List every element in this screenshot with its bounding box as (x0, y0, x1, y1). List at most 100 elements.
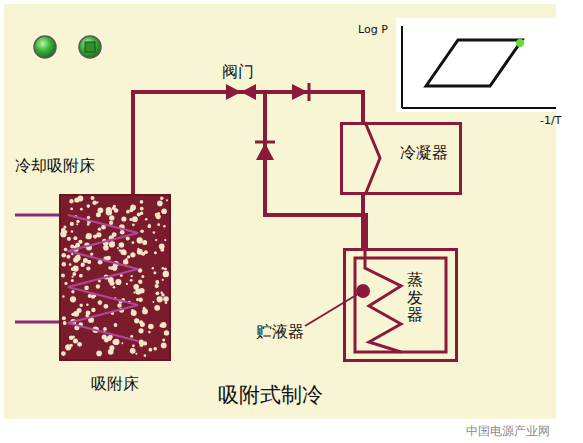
adsorbent-grain (92, 200, 97, 205)
adsorbent-grain (110, 281, 115, 286)
adsorbent-grain (119, 242, 125, 248)
adsorbent-grain (70, 208, 73, 211)
valve-symbol (226, 84, 241, 100)
adsorbent-grain (98, 300, 103, 305)
adsorbent-grain (155, 284, 159, 288)
adsorbent-grain (62, 262, 66, 266)
adsorbent-grain (72, 313, 75, 316)
adsorbent-grain (87, 260, 91, 264)
adsorbent-grain (86, 233, 92, 239)
adsorbent-grain (69, 199, 73, 203)
adsorbent-grain (138, 328, 143, 333)
adsorbent-grain (152, 267, 154, 269)
adsorbent-grain (113, 286, 116, 289)
adsorbent-grain (155, 239, 157, 241)
adsorbent-grain (133, 284, 139, 290)
adsorbent-grain (142, 309, 148, 315)
check-valve (292, 84, 308, 100)
adsorbent-grain (81, 263, 85, 267)
adsorbent-grain (160, 197, 163, 200)
adsorbent-grain (153, 231, 156, 234)
adsorbent-grain (72, 335, 75, 338)
adsorbent-grain (130, 205, 136, 211)
adsorbent-grain (67, 237, 71, 241)
evaporator-outline (345, 250, 457, 361)
adsorbent-grain (80, 208, 83, 211)
adsorbent-grain (157, 296, 163, 302)
valve-symbol (241, 84, 256, 100)
adsorbent-grain (70, 245, 74, 249)
adsorbent-grain (163, 271, 169, 277)
adsorbent-grain (161, 343, 167, 349)
adsorbent-grain (131, 275, 133, 277)
adsorbent-grain (165, 302, 168, 305)
adsorbent-grain (60, 231, 66, 237)
watermark: 中国电源产业网 (466, 424, 550, 438)
adsorbent-grain (70, 222, 74, 226)
pipe-line (133, 92, 363, 195)
adsorbent-grain (96, 201, 98, 203)
adsorbent-grain (164, 239, 166, 241)
adsorption-bed: 吸附床 (60, 195, 170, 360)
adsorbent-grain (103, 245, 109, 251)
adsorbent-grain (126, 283, 128, 285)
condenser-outline (342, 124, 461, 194)
adsorbent-grain (163, 225, 166, 228)
adsorbent-grain (141, 275, 144, 278)
adsorbent-grain (114, 323, 118, 327)
coolant-coil (68, 215, 138, 341)
adsorbent-grain (157, 223, 160, 226)
adsorbent-grain (61, 253, 66, 258)
adsorbent-grain (109, 345, 114, 350)
adsorbent-grain (76, 220, 79, 223)
adsorbent-grain (157, 201, 163, 207)
adsorbent-grain (163, 296, 169, 302)
adsorbent-grain (71, 267, 75, 271)
stop-button (79, 36, 101, 58)
check-valve (256, 143, 274, 160)
adsorbent-grain (113, 339, 119, 345)
adsorbent-grain (156, 291, 160, 295)
adsorbent-grain (126, 237, 130, 241)
node-label: 蒸发器 (407, 271, 423, 324)
adsorbent-grain (112, 207, 115, 210)
adsorbent-grain (148, 324, 154, 330)
pipe-connector (133, 92, 363, 195)
adsorbent-grain (79, 274, 83, 278)
adsorbent-grain (160, 291, 163, 294)
inset-ground (396, 18, 566, 112)
adsorbent-grain (153, 347, 157, 351)
adsorbent-grain (66, 255, 70, 259)
adsorbent-grain (86, 304, 89, 307)
evaporator-coil (365, 248, 401, 352)
node-shape (60, 195, 170, 360)
adsorbent-grain (91, 294, 95, 298)
adsorbent-grain (76, 223, 78, 225)
adsorbent-grain (132, 223, 135, 226)
adsorbent-grain (102, 334, 107, 339)
axis-label: Log P (358, 23, 388, 36)
adsorbent-grain (137, 237, 143, 243)
adsorbent-grain (120, 249, 126, 255)
adsorbent-grain (140, 322, 145, 327)
adsorbent-grain (84, 286, 89, 291)
valve-label: 阀门 (222, 62, 254, 81)
leader-line (305, 294, 358, 326)
adsorbent-grain (87, 204, 91, 208)
adsorbent-grain (133, 292, 135, 294)
adsorbent-grain (136, 298, 139, 301)
adsorbent-grain (88, 294, 92, 298)
adsorbent-grain (137, 248, 139, 250)
adsorbent-grain (86, 311, 91, 316)
adsorbent-grain (109, 215, 114, 220)
adsorbent-grain (71, 230, 74, 233)
adsorbent-grain (63, 321, 67, 325)
adsorbent-grain (132, 241, 135, 244)
adsorbent-grain (153, 271, 156, 274)
x-axis (402, 107, 556, 109)
adsorbent-grain (61, 351, 66, 356)
adsorbent-grain (159, 243, 165, 249)
adsorbent-grain (121, 243, 124, 246)
adsorbent-grain (154, 305, 160, 311)
adsorbent-grain (109, 241, 115, 247)
